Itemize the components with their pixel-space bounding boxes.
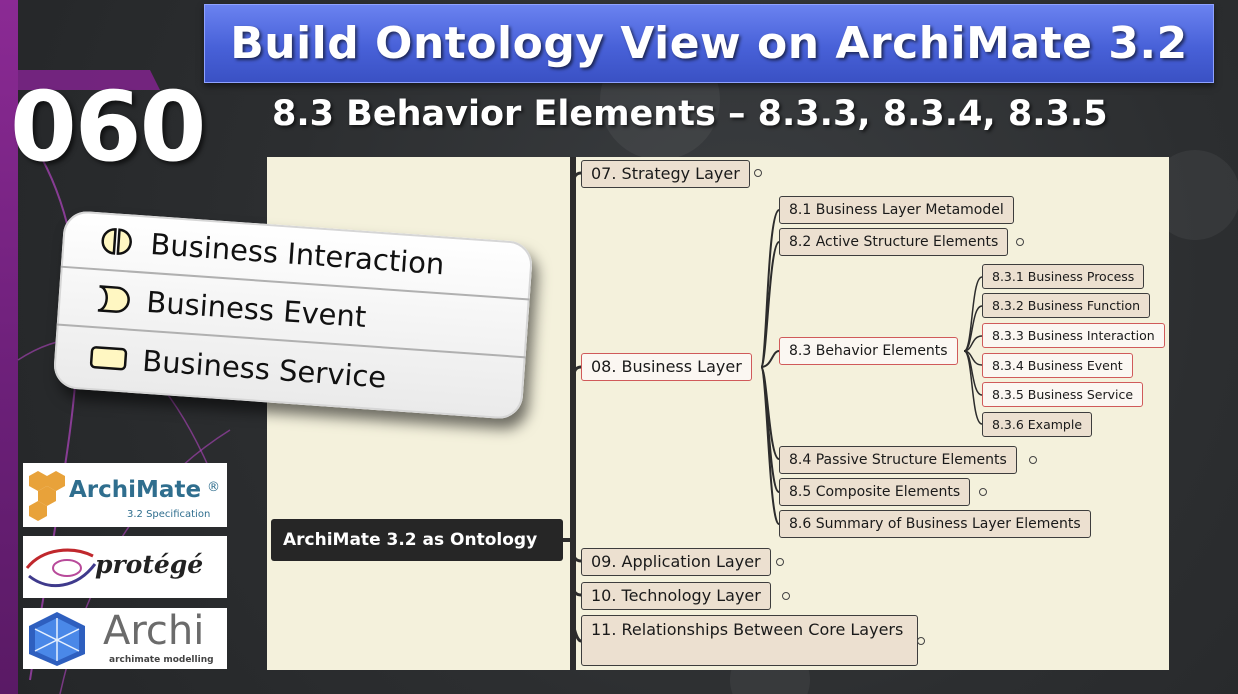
section-8-1[interactable]: 8.1 Business Layer Metamodel	[779, 196, 1014, 224]
chapter-business-layer[interactable]: 08. Business Layer	[581, 353, 752, 381]
chapter-strategy-layer[interactable]: 07. Strategy Layer	[581, 160, 750, 188]
chapter-technology-layer[interactable]: 10. Technology Layer	[581, 582, 771, 610]
archimate-wordmark: ArchiMate	[69, 477, 202, 503]
subsection-8-3-6[interactable]: 8.3.6 Example	[982, 412, 1093, 437]
business-interaction-icon	[101, 228, 132, 255]
callout-label: Business Event	[145, 284, 368, 335]
section-8-3-behavior-elements[interactable]: 8.3 Behavior Elements	[779, 337, 958, 365]
collapse-handle[interactable]	[917, 637, 925, 645]
subsection-8-3-3[interactable]: 8.3.3 Business Interaction	[982, 323, 1165, 348]
mindmap-connectors	[563, 157, 983, 670]
slide-subtitle: 8.3 Behavior Elements – 8.3.3, 8.3.4, 8.…	[272, 94, 1108, 134]
section-8-4[interactable]: 8.4 Passive Structure Elements	[779, 446, 1017, 474]
collapse-handle[interactable]	[754, 169, 762, 177]
protege-logo: protégé	[23, 536, 227, 598]
registered-mark: ®	[207, 480, 220, 495]
archi-cube-icon	[29, 612, 85, 666]
section-8-6[interactable]: 8.6 Summary of Business Layer Elements	[779, 510, 1091, 538]
hexagon-logo-icon	[29, 471, 65, 521]
callout-row-service: Business Service	[53, 326, 526, 417]
accent-band	[0, 0, 18, 694]
archi-logo: Archi archimate modelling	[23, 608, 227, 669]
archi-caption: archimate modelling	[109, 655, 214, 665]
subsection-8-3-2[interactable]: 8.3.2 Business Function	[982, 293, 1151, 318]
callout-row-interaction: Business Interaction	[60, 209, 534, 301]
mindmap-canvas: ArchiMate 3.2 as Ontology 07. Strategy L…	[267, 157, 1169, 670]
business-event-icon	[97, 285, 130, 313]
chapter-relationships-between-core-layers[interactable]: 11. Relationships Between Core Layers	[581, 615, 918, 666]
slide-title: Build Ontology View on ArchiMate 3.2	[230, 18, 1188, 69]
archi-wordmark: Archi	[103, 608, 205, 654]
mindmap-root[interactable]: ArchiMate 3.2 as Ontology	[271, 519, 563, 561]
archimate-caption: 3.2 Specification	[127, 509, 211, 520]
callout-row-event: Business Event	[56, 267, 530, 359]
section-8-5[interactable]: 8.5 Composite Elements	[779, 478, 971, 506]
section-8-2[interactable]: 8.2 Active Structure Elements	[779, 228, 1009, 256]
callout-label: Business Interaction	[149, 226, 446, 282]
business-elements-callout: Business Interaction Business Event Busi…	[52, 209, 534, 421]
subsection-8-3-4[interactable]: 8.3.4 Business Event	[982, 353, 1133, 378]
collapse-handle[interactable]	[782, 592, 790, 600]
subsection-8-3-1[interactable]: 8.3.1 Business Process	[982, 264, 1145, 289]
episode-number: 060	[10, 71, 206, 183]
protege-swoosh-icon	[25, 548, 97, 588]
business-service-icon	[89, 346, 128, 371]
protege-wordmark: protégé	[95, 550, 204, 579]
callout-label: Business Service	[141, 343, 388, 395]
subsection-8-3-5[interactable]: 8.3.5 Business Service	[982, 382, 1144, 407]
chapter-application-layer[interactable]: 09. Application Layer	[581, 548, 771, 576]
title-banner: Build Ontology View on ArchiMate 3.2	[204, 4, 1214, 83]
collapse-handle[interactable]	[1029, 456, 1037, 464]
collapse-handle[interactable]	[979, 488, 987, 496]
collapse-handle[interactable]	[776, 558, 784, 566]
collapse-handle[interactable]	[1016, 238, 1024, 246]
archimate-logo: ArchiMate ® 3.2 Specification	[23, 463, 227, 527]
